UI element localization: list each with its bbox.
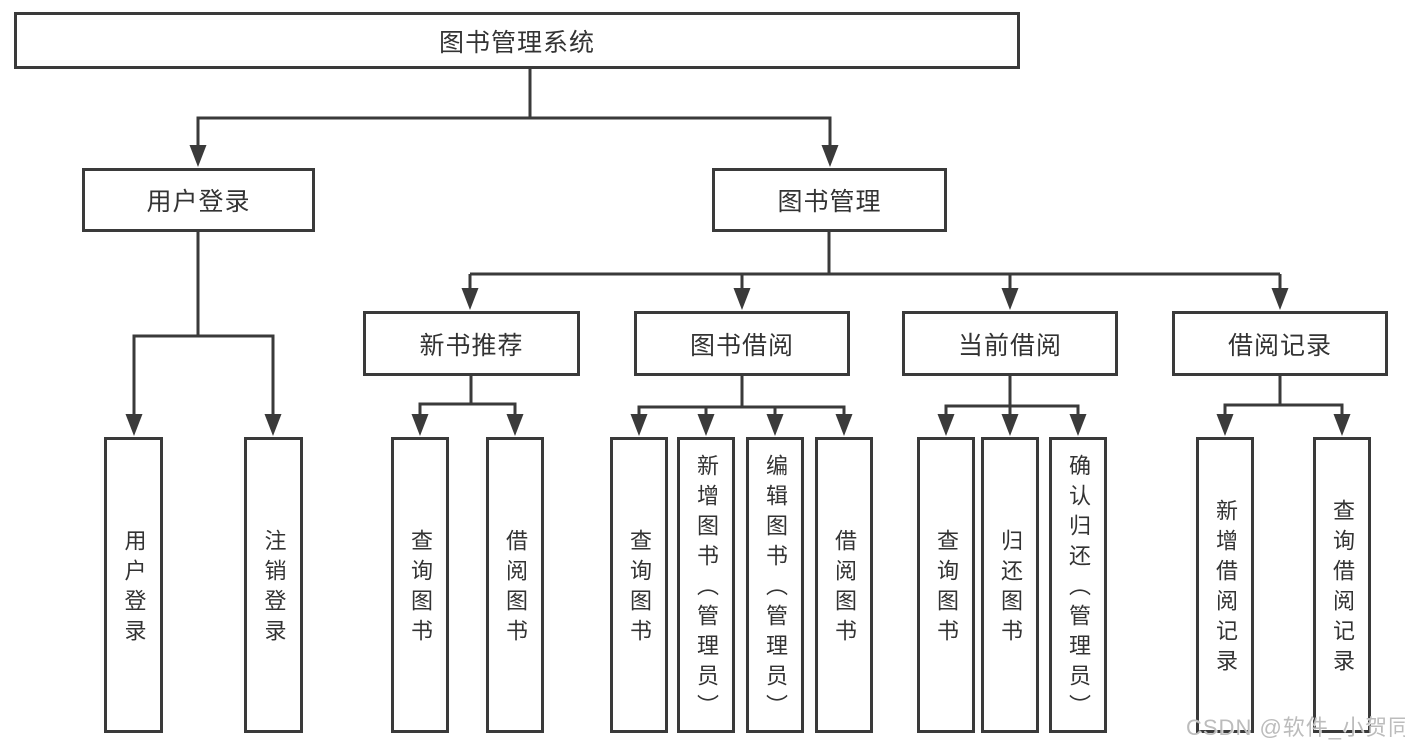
leaf-edit-books-admin: 编辑图书（管理员） [746, 437, 804, 733]
csdn-watermark: CSDN @软件_小贺同学 [1186, 715, 1405, 740]
node-label: 借阅图书 [832, 529, 857, 649]
node-label: 图书管理 [777, 188, 882, 216]
node-label: 借阅记录 [1227, 331, 1332, 360]
node-label: 注销登录 [261, 529, 287, 649]
node-label: 归还图书 [998, 529, 1023, 649]
node-label: 查询借阅记录 [1330, 499, 1355, 679]
node-label: 新增图书（管理员） [694, 454, 719, 724]
leaf-logout-login: 注销登录 [244, 437, 303, 733]
node-current-borrowing: 当前借阅 [902, 311, 1118, 376]
node-label: 查询图书 [627, 529, 652, 649]
node-label: 用户登录 [146, 188, 251, 216]
leaf-confirm-return-admin: 确认归还（管理员） [1049, 437, 1107, 733]
leaf-user-login: 用户登录 [104, 437, 163, 733]
leaf-return-books: 归还图书 [981, 437, 1039, 733]
node-label: 新增借阅记录 [1213, 499, 1238, 679]
leaf-add-books-admin: 新增图书（管理员） [677, 437, 735, 733]
leaf-add-borrow-record: 新增借阅记录 [1196, 437, 1254, 733]
leaf-query-books-current: 查询图书 [917, 437, 975, 733]
leaf-borrow-books: 借阅图书 [815, 437, 873, 733]
node-label: 查询图书 [408, 529, 433, 649]
node-label: 新书推荐 [419, 331, 524, 360]
node-new-book-recommendation: 新书推荐 [363, 311, 580, 376]
node-root-library-system: 图书管理系统 [14, 12, 1020, 69]
node-label: 借阅图书 [503, 529, 528, 649]
node-label: 编辑图书（管理员） [763, 454, 788, 724]
node-label: 用户登录 [121, 529, 147, 649]
node-label: 图书借阅 [689, 331, 794, 360]
node-label: 查询图书 [934, 529, 959, 649]
node-book-management: 图书管理 [712, 168, 947, 232]
node-user-login: 用户登录 [82, 168, 315, 232]
leaf-query-books-borrowing: 查询图书 [610, 437, 668, 733]
node-borrowing-records: 借阅记录 [1172, 311, 1388, 376]
leaf-borrow-books-recommend: 借阅图书 [486, 437, 544, 733]
node-label: 确认归还（管理员） [1066, 454, 1091, 724]
node-label: 图书管理系统 [438, 28, 595, 57]
leaf-query-books-recommend: 查询图书 [391, 437, 449, 733]
node-label: 当前借阅 [957, 331, 1062, 360]
node-book-borrowing: 图书借阅 [634, 311, 850, 376]
leaf-query-borrow-record: 查询借阅记录 [1313, 437, 1371, 733]
